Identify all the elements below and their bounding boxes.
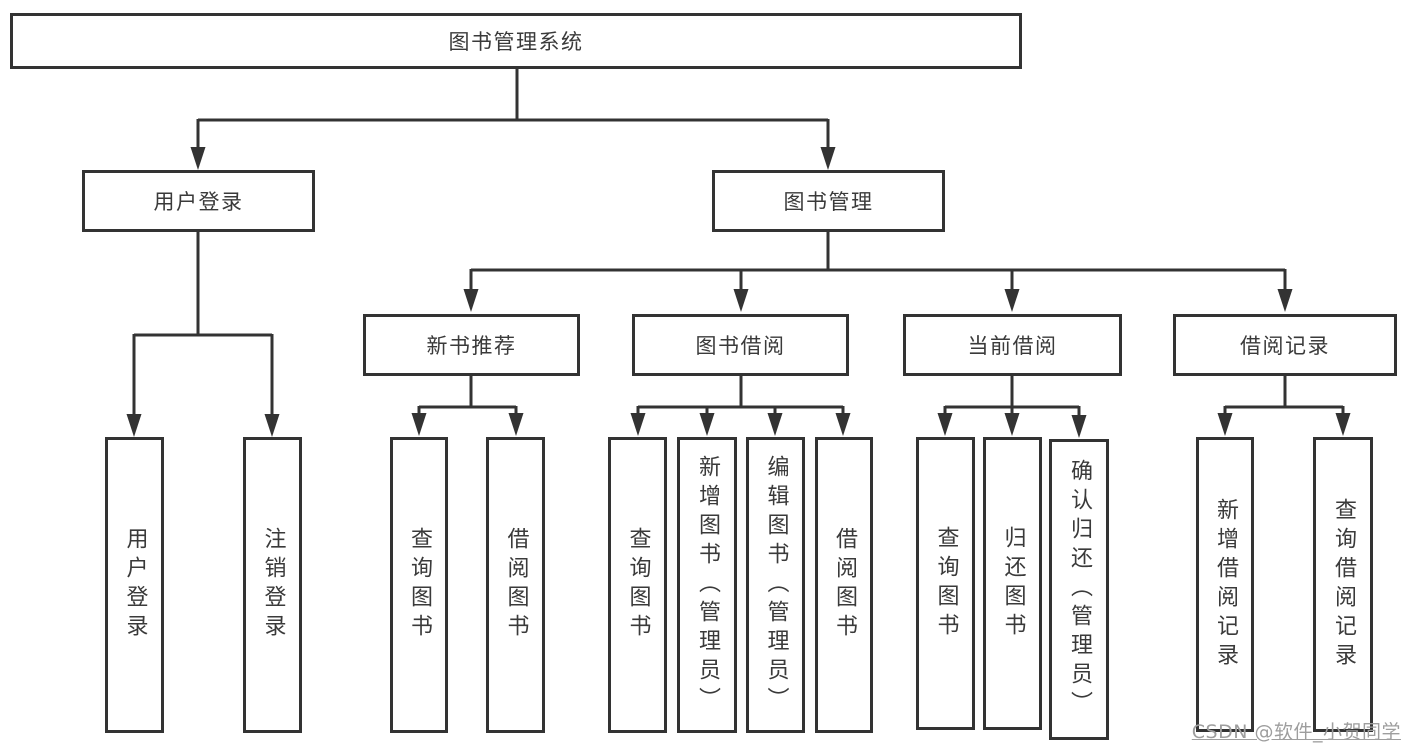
node-root-system: 图书管理系统	[10, 13, 1022, 69]
node-book-borrowing: 图书借阅	[632, 314, 849, 376]
node-label: 借阅图书	[503, 527, 529, 643]
node-label: 新增图书（管理员）	[695, 454, 720, 716]
node-label: 注销登录	[260, 527, 286, 643]
leaf-confirm-return-admin: 确认归还（管理员）	[1049, 439, 1109, 740]
node-label: 确认归还（管理员）	[1067, 459, 1092, 720]
leaf-add-borrow-record: 新增借阅记录	[1196, 437, 1254, 732]
node-new-book-recommendation: 新书推荐	[363, 314, 580, 376]
node-label: 查询图书	[407, 527, 432, 643]
node-label: 查询借阅记录	[1331, 497, 1356, 672]
leaf-query-books-recommend: 查询图书	[390, 437, 448, 733]
node-label: 编辑图书（管理员）	[763, 454, 789, 716]
arrowheads	[126, 147, 1351, 438]
node-label: 查询图书	[933, 525, 959, 642]
leaf-user-login: 用户登录	[105, 437, 164, 733]
leaf-logout: 注销登录	[243, 437, 302, 733]
node-label: 查询图书	[625, 527, 651, 643]
node-book-management: 图书管理	[712, 170, 945, 232]
node-user-login: 用户登录	[82, 170, 315, 232]
csdn-watermark: CSDN @软件_小贺同学	[1191, 721, 1401, 743]
node-label: 归还图书	[1000, 525, 1026, 642]
leaf-add-books-admin: 新增图书（管理员）	[677, 437, 737, 733]
node-current-borrowing: 当前借阅	[903, 314, 1122, 376]
leaf-edit-books-admin: 编辑图书（管理员）	[746, 437, 805, 733]
node-label: 借阅图书	[832, 527, 857, 643]
leaf-query-books-borrowing: 查询图书	[608, 437, 667, 733]
leaf-borrow-books: 借阅图书	[815, 437, 873, 733]
leaf-return-books: 归还图书	[983, 437, 1042, 730]
leaf-query-borrow-record: 查询借阅记录	[1313, 437, 1373, 732]
node-label: 用户登录	[122, 527, 148, 643]
leaf-query-books-current: 查询图书	[916, 437, 975, 730]
node-borrowing-records: 借阅记录	[1173, 314, 1397, 376]
leaf-borrow-books-recommend: 借阅图书	[486, 437, 545, 733]
node-label: 新增借阅记录	[1213, 497, 1238, 672]
